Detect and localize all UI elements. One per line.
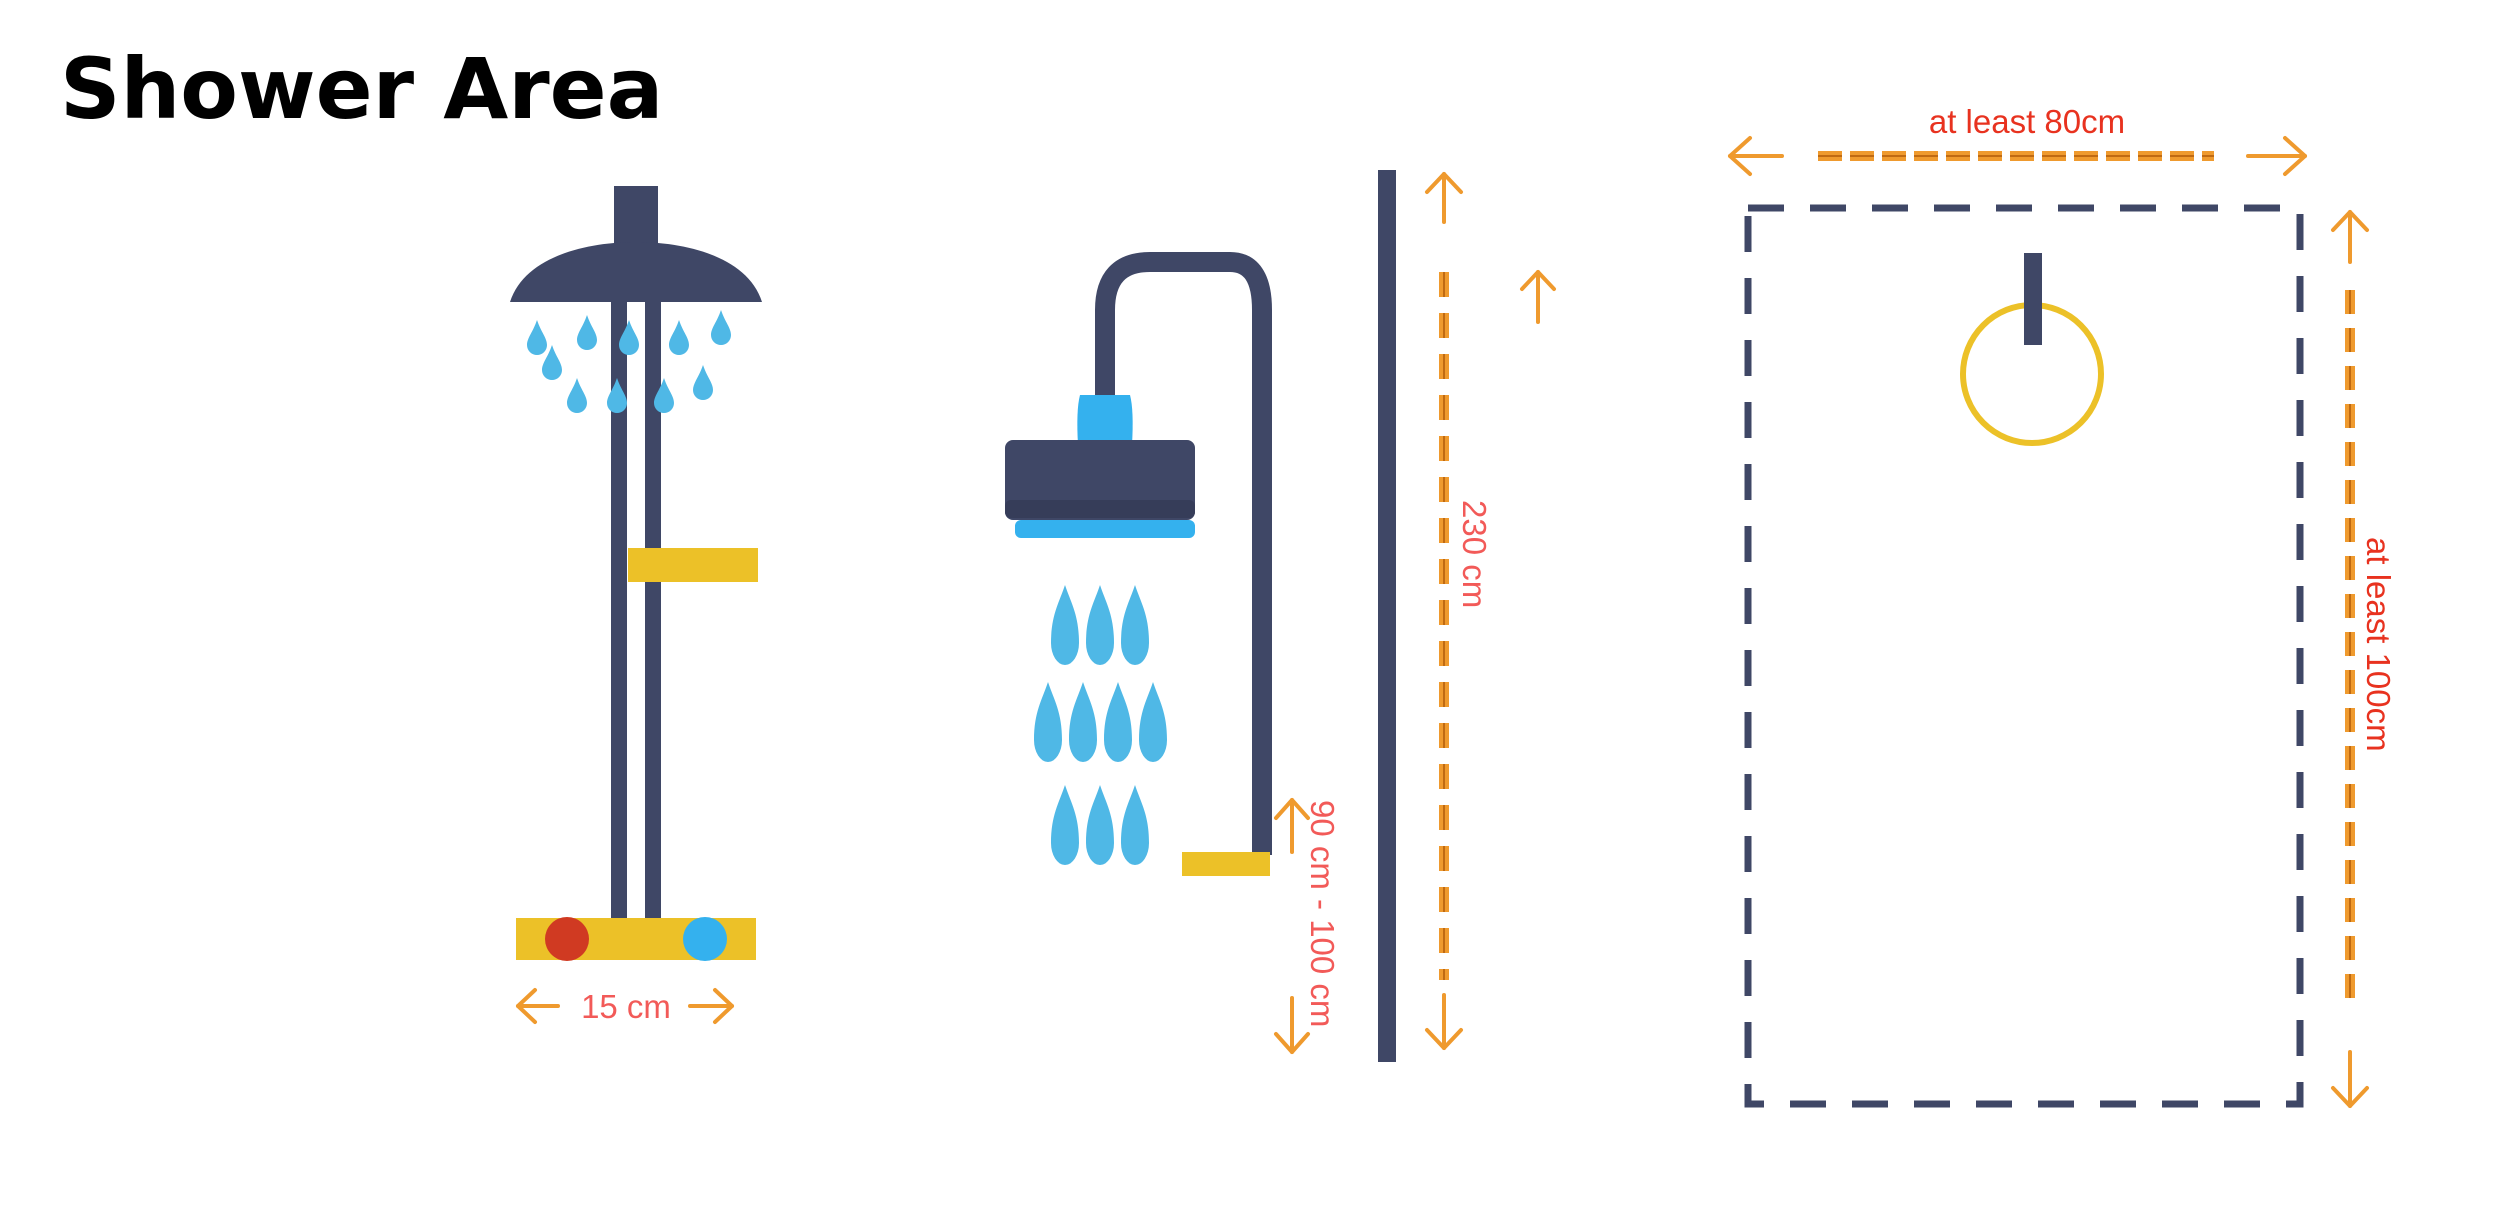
hot-valve <box>545 917 589 961</box>
shower-floor-area <box>1744 204 2304 1108</box>
wall-shower-icon <box>1005 252 1272 876</box>
arrow-icon <box>2331 210 2369 1108</box>
arrow-icon <box>1425 172 1556 1050</box>
width-dimension: 15 cm <box>516 988 734 1025</box>
water-drop-icon <box>1034 585 1167 865</box>
height-90-100-dimension: 90 cm - 100 cm <box>1274 798 1341 1054</box>
rain-shower-icon <box>510 186 762 961</box>
height-90-100-label: 90 cm - 100 cm <box>1304 800 1341 1027</box>
height-230-dimension: 230 cm <box>1425 172 1556 1050</box>
wall <box>1378 170 1396 1062</box>
depth-100-label: at least 100cm <box>2360 537 2397 752</box>
arrow-icon <box>1728 136 2307 176</box>
width-80-dimension: at least 80cm <box>1728 103 2307 176</box>
arrow-icon <box>1274 798 1310 1054</box>
depth-100-dimension: at least 100cm <box>2331 210 2397 1108</box>
width-80-label: at least 80cm <box>1929 103 2125 140</box>
page-title: Shower Area <box>60 40 663 138</box>
shelf <box>628 548 758 582</box>
soap-shelf <box>1182 852 1270 876</box>
water-drop-icon <box>527 310 731 413</box>
arrow-icon <box>516 988 734 1024</box>
width-label: 15 cm <box>581 988 671 1025</box>
cold-valve <box>683 917 727 961</box>
towel-ring-icon <box>1960 253 2104 446</box>
height-230-label: 230 cm <box>1456 500 1493 608</box>
